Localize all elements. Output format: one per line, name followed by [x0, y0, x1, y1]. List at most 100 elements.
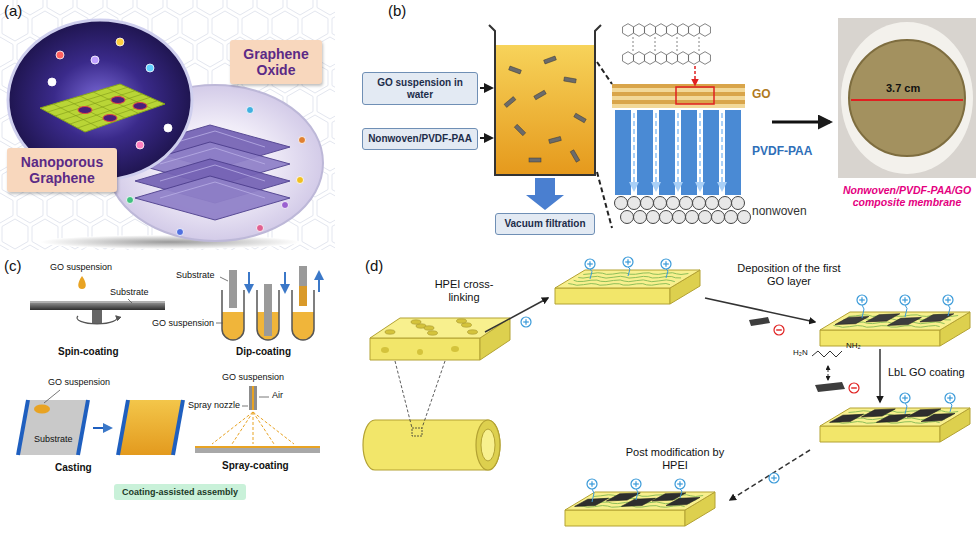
drawing-part	[77, 316, 117, 324]
drawing-part	[950, 403, 952, 412]
process-box: Vacuum filtration	[495, 213, 595, 235]
go-flake	[815, 382, 845, 392]
drawing-part	[107, 0, 133, 15]
chem-ring	[656, 24, 667, 37]
drawing-part	[212, 412, 253, 444]
fiber	[641, 197, 654, 210]
pore	[457, 319, 467, 323]
photo-caption: Nonwoven/PVDF-PAA/GO composite membrane	[838, 184, 976, 208]
drawing-part	[128, 299, 132, 303]
drawing-part	[242, 406, 248, 407]
positive-charge	[857, 295, 867, 318]
fiber	[680, 197, 693, 210]
drawing-part	[635, 481, 636, 487]
vial	[257, 290, 279, 340]
drawing-part	[317, 89, 335, 119]
drawing-part	[900, 393, 910, 403]
membrane-slab	[820, 312, 970, 346]
pvdf-paa-column	[615, 110, 631, 195]
drawing-part	[44, 390, 60, 403]
drawing-part	[78, 400, 88, 455]
drawing-part	[565, 492, 715, 510]
drawing-part	[627, 259, 628, 265]
membrane-photo	[849, 40, 965, 156]
step-label: LbL GO coating	[888, 366, 965, 379]
drawing-part	[227, 0, 253, 15]
molecule	[136, 141, 144, 149]
drawing-part	[182, 11, 208, 41]
chem-ring	[656, 52, 667, 65]
drawing-part	[216, 323, 223, 324]
positive-charge	[943, 295, 953, 316]
go-flake	[529, 158, 541, 162]
drawing-part	[861, 297, 862, 303]
drawing-part	[77, 193, 103, 223]
fiber	[660, 211, 673, 224]
drawing-part	[833, 326, 939, 328]
go-flake	[575, 498, 609, 506]
molecule	[91, 56, 99, 64]
drawing-part	[195, 446, 320, 448]
positive-charge	[900, 295, 910, 317]
drawing-part	[317, 245, 335, 250]
go-flake	[544, 56, 557, 64]
chem-ring	[634, 24, 645, 37]
drawing-part	[633, 113, 635, 190]
membrane-slab	[820, 408, 970, 442]
drawing-part	[597, 172, 612, 228]
drawing-part	[173, 400, 183, 455]
drawing-part	[904, 297, 905, 303]
drawing-part	[107, 88, 152, 109]
chem-ring	[689, 24, 700, 37]
input-box: Nonwoven/PVDF-PAA	[362, 128, 478, 150]
pore	[78, 107, 92, 114]
layer-label: GO	[752, 88, 771, 102]
substrate-rod	[264, 284, 272, 336]
negative-charge	[774, 325, 784, 335]
drawing-part	[78, 101, 158, 128]
drawing-part	[772, 121, 830, 124]
drawing-part	[317, 0, 335, 15]
drawing-part	[568, 284, 670, 286]
drawing-part	[661, 259, 671, 269]
drawing-part	[476, 420, 500, 470]
drawing-part	[679, 481, 680, 487]
drawing-part	[422, 361, 445, 428]
go-flake	[835, 317, 869, 325]
chem-ring	[623, 24, 634, 37]
drawing-part	[591, 481, 592, 487]
drawing-part	[849, 383, 859, 393]
box-text: Nonwoven/PVDF-PAA	[367, 133, 473, 145]
drawing-part	[574, 280, 675, 282]
fiber	[712, 211, 725, 224]
drawing-part	[47, 193, 73, 223]
drawing-part	[851, 387, 857, 388]
go-flake	[549, 137, 562, 144]
drawing-part	[287, 0, 313, 15]
drawing-part	[0, 37, 13, 67]
label-box: Nanoporous Graphene	[7, 148, 117, 192]
fiber	[732, 197, 745, 210]
drawing-part	[680, 489, 682, 498]
drawing-part	[480, 137, 492, 139]
drawing-part	[590, 269, 592, 279]
positive-charge	[675, 479, 685, 498]
membrane-slab	[555, 270, 700, 304]
molecule	[297, 177, 304, 184]
pore	[468, 330, 478, 334]
drop	[34, 405, 50, 414]
go-flake	[921, 413, 955, 421]
panel-letter: (c)	[4, 257, 22, 274]
drawing-part	[248, 272, 250, 292]
drawing-part	[555, 288, 670, 304]
drawing-part	[945, 393, 955, 403]
spray-substrate	[195, 446, 320, 453]
part-label: Substrate	[110, 287, 149, 297]
go-layer	[612, 88, 745, 92]
pvdf-paa-column	[659, 110, 675, 195]
part-label: Air	[272, 390, 283, 400]
drawing-part	[272, 11, 298, 41]
go-flake	[876, 414, 910, 422]
drawing-part	[332, 219, 335, 249]
